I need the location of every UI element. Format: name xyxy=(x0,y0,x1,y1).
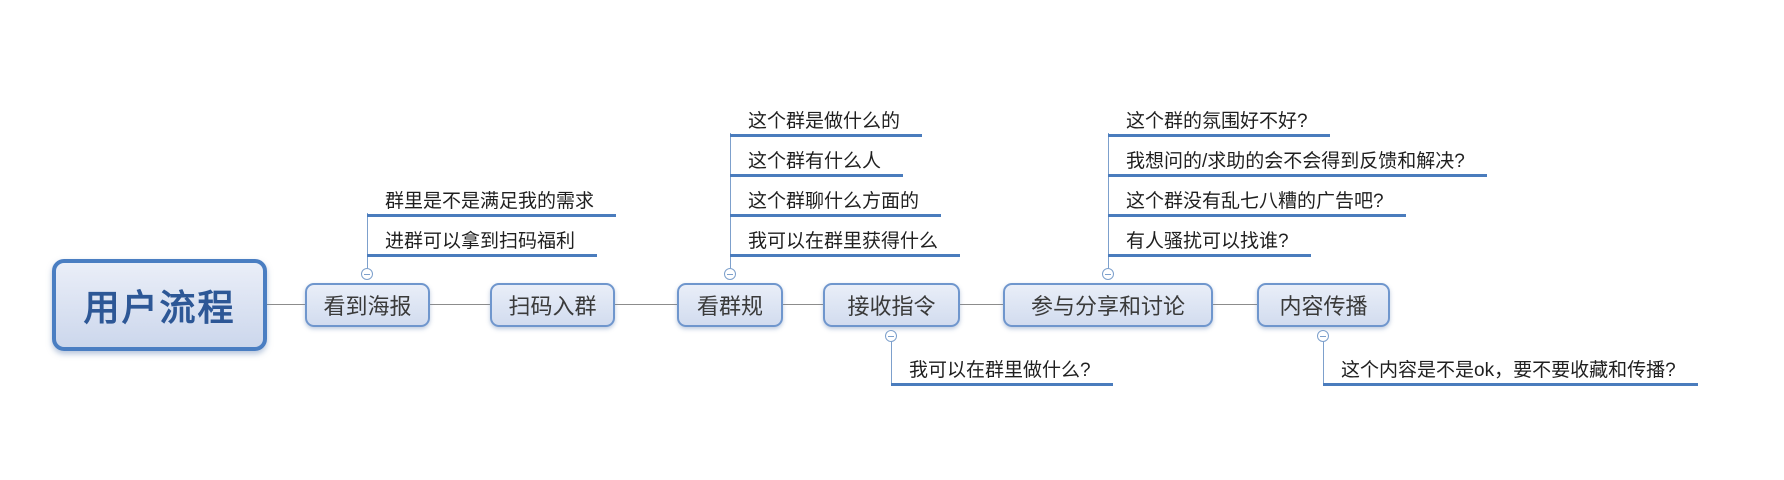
chain-connector-line xyxy=(615,304,677,305)
topic-content-spread[interactable]: 内容传播 xyxy=(1257,283,1390,327)
collapse-minus-icon[interactable] xyxy=(1317,330,1329,342)
branch-connector-line xyxy=(891,341,892,385)
chain-connector-line xyxy=(430,304,490,305)
leaf-share-discuss-1[interactable]: 这个群的氛围好不好? xyxy=(1108,101,1330,137)
leaf-share-discuss-3[interactable]: 这个群没有乱七八糟的广告吧? xyxy=(1108,181,1406,217)
topic-scan-join-group[interactable]: 扫码入群 xyxy=(490,283,615,327)
leaf-content-spread-1[interactable]: 这个内容是不是ok，要不要收藏和传播? xyxy=(1323,350,1698,386)
minus-dash xyxy=(1105,273,1111,275)
leaf-see-poster-1[interactable]: 群里是不是满足我的需求 xyxy=(367,181,617,217)
topic-receive-instructions[interactable]: 接收指令 xyxy=(823,283,960,327)
branch-connector-line xyxy=(367,213,368,268)
root-topic-user-flow[interactable]: 用户流程 xyxy=(52,259,267,351)
minus-dash xyxy=(727,273,733,275)
leaf-read-rules-3[interactable]: 这个群聊什么方面的 xyxy=(730,181,942,217)
branch-connector-line xyxy=(1108,133,1109,268)
collapse-minus-icon[interactable] xyxy=(724,268,736,280)
chain-connector-line xyxy=(783,304,823,305)
leaf-read-rules-2[interactable]: 这个群有什么人 xyxy=(730,141,904,177)
topic-see-poster[interactable]: 看到海报 xyxy=(305,283,430,327)
minus-dash xyxy=(364,273,370,275)
topic-share-discuss[interactable]: 参与分享和讨论 xyxy=(1003,283,1213,327)
minus-dash xyxy=(888,335,894,337)
leaf-share-discuss-2[interactable]: 我想问的/求助的会不会得到反馈和解决? xyxy=(1108,141,1487,177)
chain-connector-line xyxy=(960,304,1003,305)
chain-connector-line xyxy=(267,304,305,305)
leaf-see-poster-2[interactable]: 进群可以拿到扫码福利 xyxy=(367,221,598,257)
leaf-read-rules-4[interactable]: 我可以在群里获得什么 xyxy=(730,221,961,257)
chain-connector-line xyxy=(1213,304,1257,305)
topic-read-group-rules[interactable]: 看群规 xyxy=(677,283,783,327)
branch-connector-line xyxy=(1323,341,1324,385)
leaf-share-discuss-4[interactable]: 有人骚扰可以找谁? xyxy=(1108,221,1311,257)
branch-connector-line xyxy=(730,133,731,268)
collapse-minus-icon[interactable] xyxy=(885,330,897,342)
leaf-read-rules-1[interactable]: 这个群是做什么的 xyxy=(730,101,923,137)
leaf-receive-instructions-1[interactable]: 我可以在群里做什么? xyxy=(891,350,1113,386)
collapse-minus-icon[interactable] xyxy=(1102,268,1114,280)
collapse-minus-icon[interactable] xyxy=(361,268,373,280)
minus-dash xyxy=(1320,335,1326,337)
